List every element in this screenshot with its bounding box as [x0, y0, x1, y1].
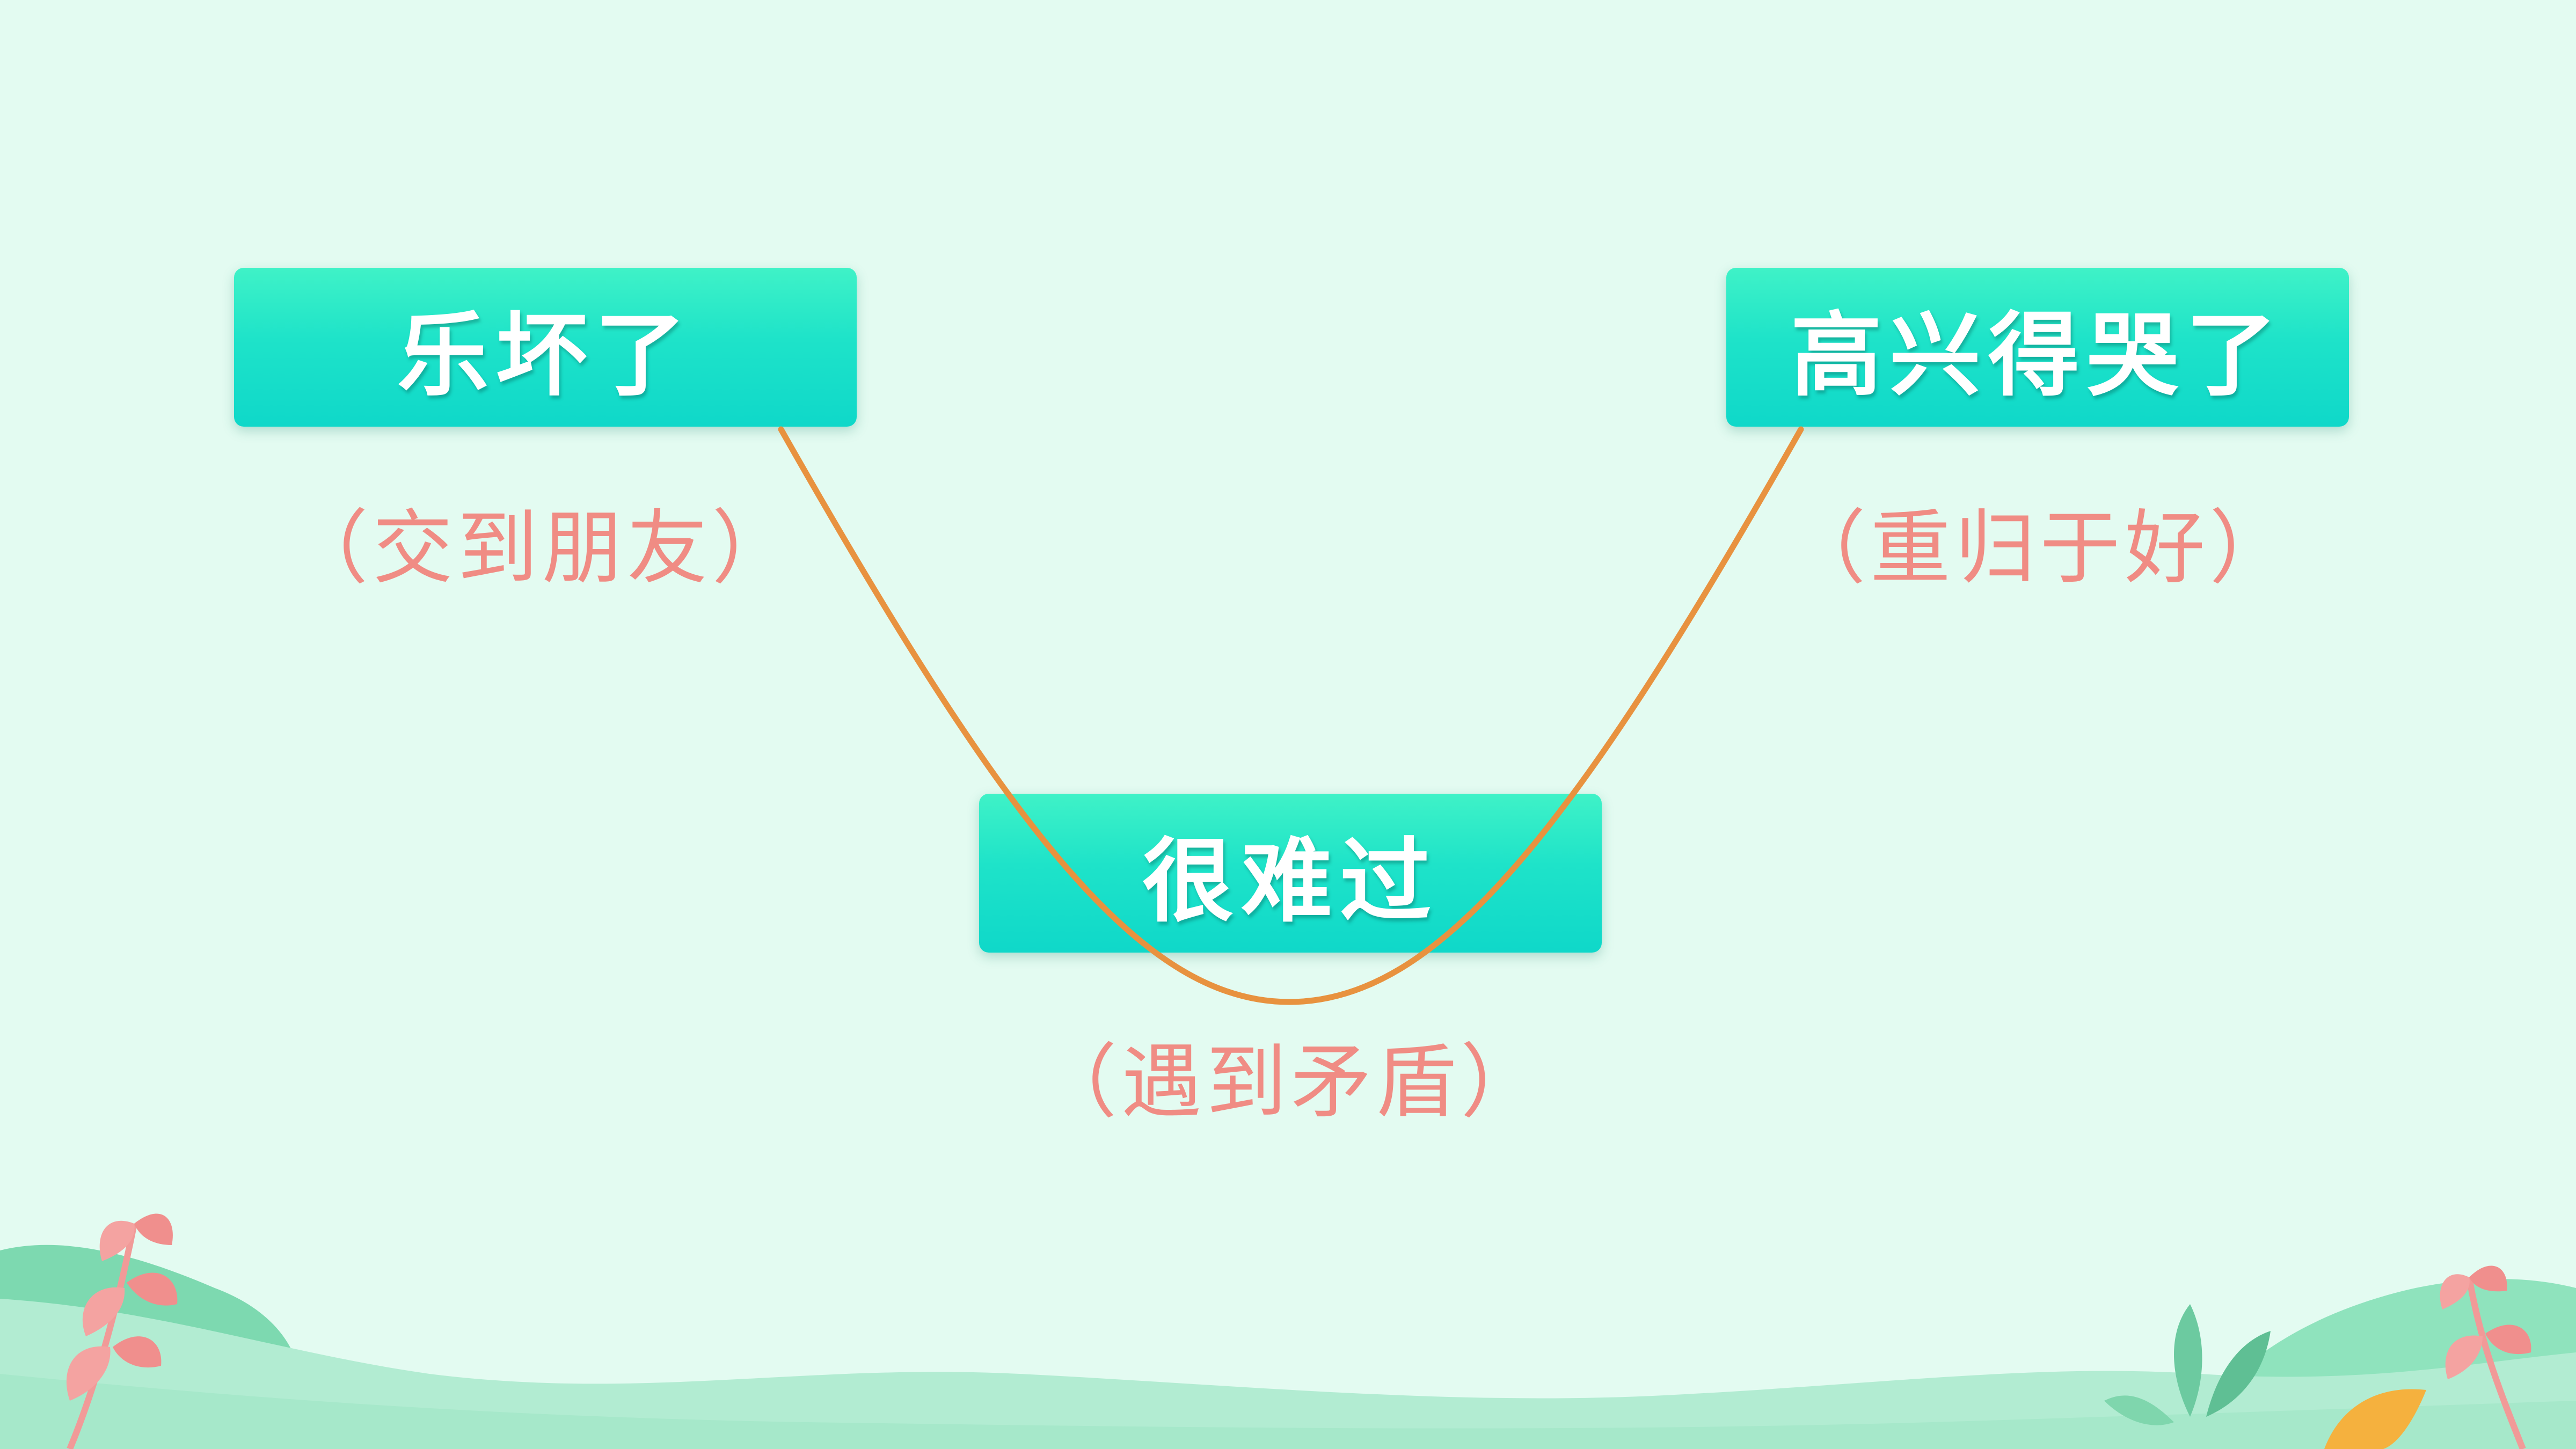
box-happy-label: 乐坏了	[397, 302, 694, 409]
box-happy: 乐坏了	[234, 268, 857, 427]
box-sad-label: 很难过	[1142, 828, 1439, 935]
green-leaves-right	[2104, 1304, 2271, 1425]
pink-branch-left	[66, 1213, 178, 1449]
box-sad-fill	[979, 794, 1602, 953]
box-tears-of-joy: 高兴得哭了	[1726, 268, 2349, 427]
emotion-curve	[778, 426, 1804, 1005]
note-conflict: （遇到矛盾）	[1036, 1036, 1545, 1129]
box-tears-of-joy-label: 高兴得哭了	[1790, 302, 2285, 409]
ground-wave	[0, 1299, 2576, 1449]
orange-leaf	[2324, 1389, 2426, 1449]
note-reconcile: （重归于好）	[1785, 502, 2294, 595]
box-sad: 很难过	[979, 794, 1602, 953]
ground-front	[0, 1374, 2576, 1449]
note-make-friends: （交到朋友）	[287, 502, 797, 595]
pink-branch-right	[2440, 1265, 2531, 1449]
